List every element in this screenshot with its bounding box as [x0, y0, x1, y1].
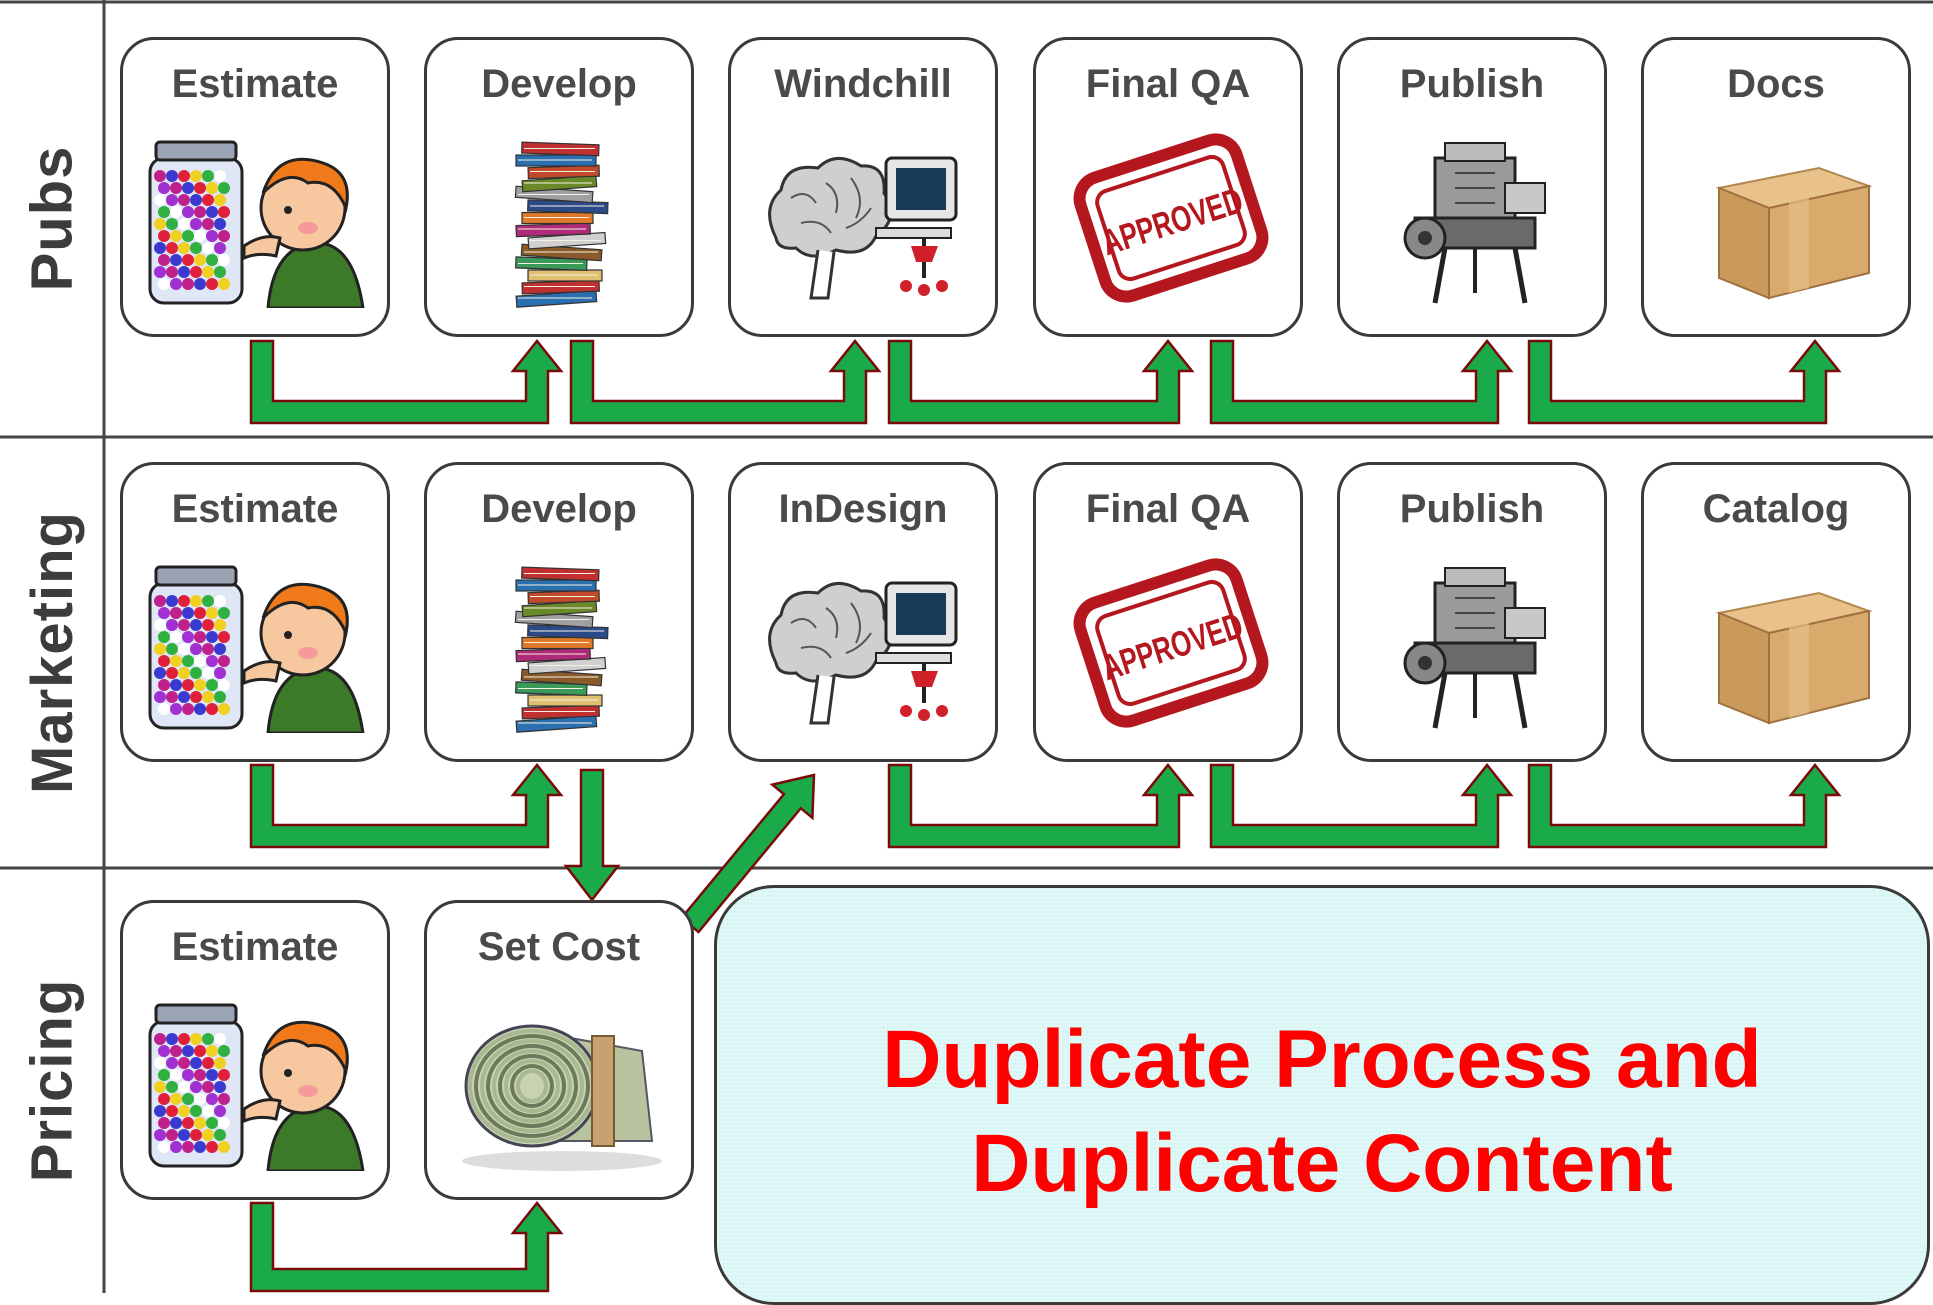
- step-title: Publish: [1399, 62, 1545, 106]
- brain-computer-icon: [756, 128, 976, 308]
- step-title: Develop: [481, 487, 637, 531]
- step-marketing-estimate: Estimate: [120, 462, 390, 762]
- step-title: Catalog: [1702, 487, 1850, 531]
- candy-jar-guess-icon: [148, 991, 368, 1173]
- step-pubs-windchill: Windchill: [728, 37, 998, 337]
- step-pubs-publish: Publish: [1337, 37, 1607, 337]
- candy-jar-guess-icon: [148, 553, 368, 735]
- cardboard-box-icon: [1669, 553, 1889, 733]
- step-marketing-publish: Publish: [1337, 462, 1607, 762]
- step-title: Final QA: [1085, 487, 1251, 531]
- approved-stamp-icon: APPROVED: [1061, 553, 1281, 733]
- callout-line-1: Duplicate Process and: [882, 1014, 1762, 1105]
- callout-text: Duplicate Process and Duplicate Content: [717, 1008, 1927, 1216]
- lane-label-marketing: Marketing: [19, 511, 85, 794]
- step-title: InDesign: [778, 487, 948, 531]
- brain-computer-icon: [756, 553, 976, 733]
- step-title: Windchill: [774, 62, 952, 106]
- step-title: Estimate: [171, 62, 339, 106]
- lane-label-pubs: Pubs: [19, 145, 85, 292]
- duplicate-callout: Duplicate Process and Duplicate Content: [714, 885, 1930, 1305]
- step-pricing-estimate: Estimate: [120, 900, 390, 1200]
- step-title: Estimate: [171, 925, 339, 969]
- step-pubs-estimate: Estimate: [120, 37, 390, 337]
- step-title: Develop: [481, 62, 637, 106]
- candy-jar-guess-icon: [148, 128, 368, 310]
- step-title: Estimate: [171, 487, 339, 531]
- printing-press-icon: [1365, 553, 1585, 733]
- lane-label-pricing: Pricing: [19, 978, 85, 1183]
- step-title: Final QA: [1085, 62, 1251, 106]
- step-pubs-develop: Develop: [424, 37, 694, 337]
- callout-line-2: Duplicate Content: [971, 1118, 1673, 1209]
- step-title: Publish: [1399, 487, 1545, 531]
- book-stack-icon: [452, 553, 672, 733]
- step-title: Docs: [1727, 62, 1825, 106]
- money-roll-icon: [452, 991, 672, 1171]
- book-stack-icon: [452, 128, 672, 308]
- step-pubs-final-qa: Final QA APPROVED: [1033, 37, 1303, 337]
- step-title: Set Cost: [477, 925, 641, 969]
- step-pricing-set-cost: Set Cost: [424, 900, 694, 1200]
- cardboard-box-icon: [1669, 128, 1889, 308]
- step-marketing-indesign: InDesign: [728, 462, 998, 762]
- step-pubs-docs: Docs: [1641, 37, 1911, 337]
- step-marketing-catalog: Catalog: [1641, 462, 1911, 762]
- approved-stamp-icon: APPROVED: [1061, 128, 1281, 308]
- step-marketing-final-qa: Final QA APPROVED: [1033, 462, 1303, 762]
- printing-press-icon: [1365, 128, 1585, 308]
- step-marketing-develop: Develop: [424, 462, 694, 762]
